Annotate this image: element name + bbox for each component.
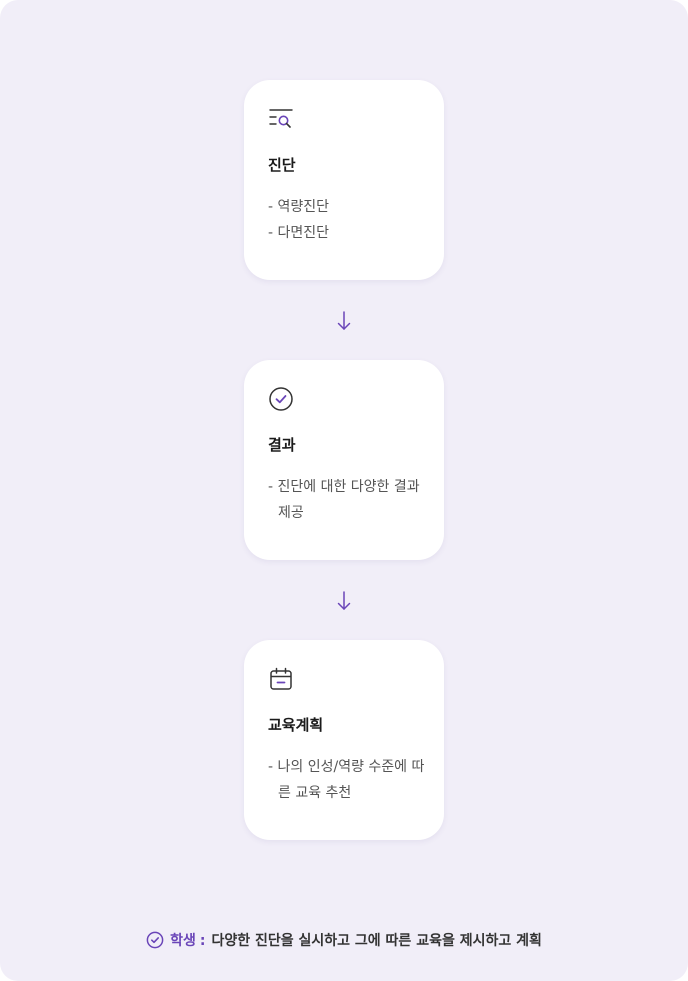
arrow-down-icon xyxy=(337,591,351,610)
calendar-icon xyxy=(270,667,292,690)
footer-colon: : xyxy=(199,933,206,949)
step-desc-line: - 역량진단 xyxy=(268,199,330,215)
list-search-icon xyxy=(269,109,293,128)
step-desc-line: - 다면진단 xyxy=(268,225,330,241)
step-desc-line: - 나의 인성/역량 수준에 따른 교육 추천 xyxy=(268,759,425,801)
footer-text: 다양한 진단을 실시하고 그에 따른 교육을 제시하고 계획 xyxy=(211,933,542,949)
step-title: 진단 xyxy=(268,156,296,174)
footer-label: 학생 xyxy=(170,933,196,949)
arrow-down-icon xyxy=(337,311,351,330)
step-card-education-plan: 교육계획 - 나의 인성/역량 수준에 따른 교육 추천 xyxy=(244,640,444,840)
step-title: 교육계획 xyxy=(268,716,324,734)
check-circle-icon xyxy=(146,931,164,949)
step-description: - 역량진단 - 다면진단 xyxy=(268,194,430,246)
check-circle-icon xyxy=(269,387,293,411)
step-description: - 나의 인성/역량 수준에 따른 교육 추천 xyxy=(268,754,430,806)
footer-summary: 학생: 다양한 진단을 실시하고 그에 따른 교육을 제시하고 계획 xyxy=(0,930,688,952)
step-title: 결과 xyxy=(268,436,296,454)
step-desc-line: - 진단에 대한 다양한 결과 제공 xyxy=(268,479,420,521)
step-card-result: 결과 - 진단에 대한 다양한 결과 제공 xyxy=(244,360,444,560)
step-description: - 진단에 대한 다양한 결과 제공 xyxy=(268,474,430,526)
step-card-diagnosis: 진단 - 역량진단 - 다면진단 xyxy=(244,80,444,280)
